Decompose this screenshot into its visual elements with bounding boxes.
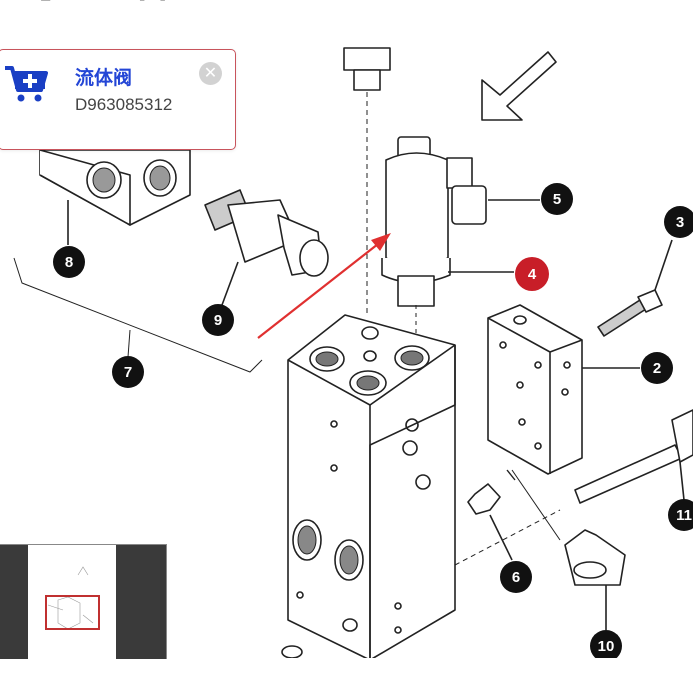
callout-10[interactable]: 10 [590,630,622,662]
close-icon[interactable]: ✕ [199,62,222,85]
svg-text:6: 6 [512,569,520,586]
part-popup: 流体阀 D963085312 ✕ [0,49,236,150]
screw-3-graphic [597,239,673,337]
block-8-graphic [39,149,191,245]
svg-text:7: 7 [124,364,132,381]
minimap-thumbnail [47,566,94,630]
svg-text:10: 10 [598,638,615,655]
back-icon[interactable]: ‹ [22,0,26,2]
expand-icon[interactable]: ⤢ [204,0,214,2]
top-fitting-graphic [343,47,391,315]
pointer-arrow-graphic [257,233,391,339]
print-icon[interactable]: ⎙ [180,0,190,2]
zoom-out-icon[interactable]: ⊖ [89,0,99,2]
callout-11[interactable]: 11 [668,499,693,531]
manifold-block-graphic [281,314,456,661]
bolt-11-graphic [574,409,693,504]
svg-text:11: 11 [676,507,692,524]
seal-10-graphic [564,529,626,630]
bottom-whitespace [0,658,693,689]
page-icon[interactable]: ▯ [139,0,146,2]
valve-5-graphic [381,136,540,345]
direction-arrow-graphic [481,51,557,121]
svg-text:4: 4 [528,266,537,283]
grid-icon[interactable]: ▦ [40,0,51,2]
callout-3[interactable]: 3 [664,206,693,238]
minimap[interactable] [0,544,167,659]
plate-2-graphic [487,304,640,475]
callout-7[interactable]: 7 [112,356,144,388]
svg-text:9: 9 [214,312,222,329]
download-icon[interactable]: ⇩ [227,0,237,2]
page-icon[interactable]: ▯ [159,0,166,2]
svg-text:8: 8 [65,254,73,271]
callout-8[interactable]: 8 [53,246,85,278]
fitting-9-graphic [204,189,329,306]
svg-text:3: 3 [676,214,684,231]
part-number: D963085312 [75,95,173,114]
fit-icon[interactable]: ▭ [113,0,124,2]
callout-6[interactable]: 6 [500,561,532,593]
zoom-in-icon[interactable]: ⊕ [65,0,75,2]
toolbar: ‹ ▦ ⊕ ⊖ ▭ ▯ ▯ ⎙ ⤢ ⇩ [0,0,693,8]
svg-text:2: 2 [653,360,661,377]
callout-2[interactable]: 2 [641,352,673,384]
minimap-viewport[interactable] [45,595,100,630]
minimap-preview [28,545,116,659]
callout-4[interactable]: 4 [515,257,549,291]
svg-text:5: 5 [553,191,561,208]
sensor-6-graphic [467,483,513,561]
part-name: 流体阀 [75,68,133,89]
add-to-cart-icon[interactable] [3,60,49,104]
callout-9[interactable]: 9 [202,304,234,336]
callout-5[interactable]: 5 [541,183,573,215]
